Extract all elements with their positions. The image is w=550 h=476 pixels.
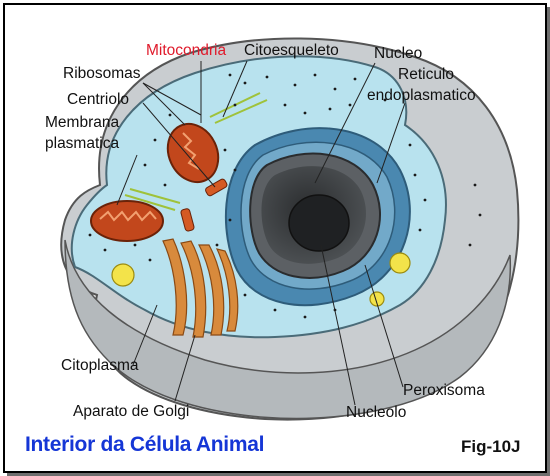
- label-endoplasmatico: endoplasmatico: [367, 87, 476, 104]
- centriole-a: [205, 178, 228, 197]
- figure-title: Interior da Célula Animal: [25, 433, 265, 456]
- label-citoplasma: Citoplasma: [61, 357, 139, 374]
- golgi-apparatus: [162, 238, 239, 338]
- label-golgi: Aparato de Golgi: [73, 403, 190, 420]
- label-centriolo: Centriolo: [67, 91, 130, 108]
- label-nucleolo: Nucleolo: [346, 404, 407, 421]
- leader-lines: [116, 60, 406, 406]
- label-citoesqueleto: Citoesqueleto: [244, 42, 339, 59]
- figure-frame: Mitocondria Citoesqueleto Nucleo Ribosom…: [3, 3, 547, 473]
- peroxisome-1: [111, 263, 135, 287]
- centriole-b: [180, 208, 195, 232]
- label-ribosomas: Ribosomas: [63, 65, 141, 82]
- animal-cell-diagram: [60, 37, 520, 421]
- label-mitocondria: Mitocondria: [146, 42, 227, 59]
- label-peroxisoma: Peroxisoma: [403, 382, 485, 399]
- peroxisome-2: [389, 252, 411, 274]
- peroxisome-3: [369, 291, 385, 307]
- mitochondrion-lower: [90, 200, 164, 242]
- ribosomes: [88, 73, 482, 319]
- label-plasmatica: plasmatica: [45, 135, 120, 152]
- nucleolus: [288, 194, 350, 252]
- label-reticulo: Reticulo: [398, 66, 454, 83]
- figure-reference: Fig-10J: [461, 437, 521, 456]
- label-membrana: Membrana: [45, 114, 120, 131]
- label-nucleo: Nucleo: [374, 45, 423, 62]
- mitochondrion-upper: [166, 122, 220, 184]
